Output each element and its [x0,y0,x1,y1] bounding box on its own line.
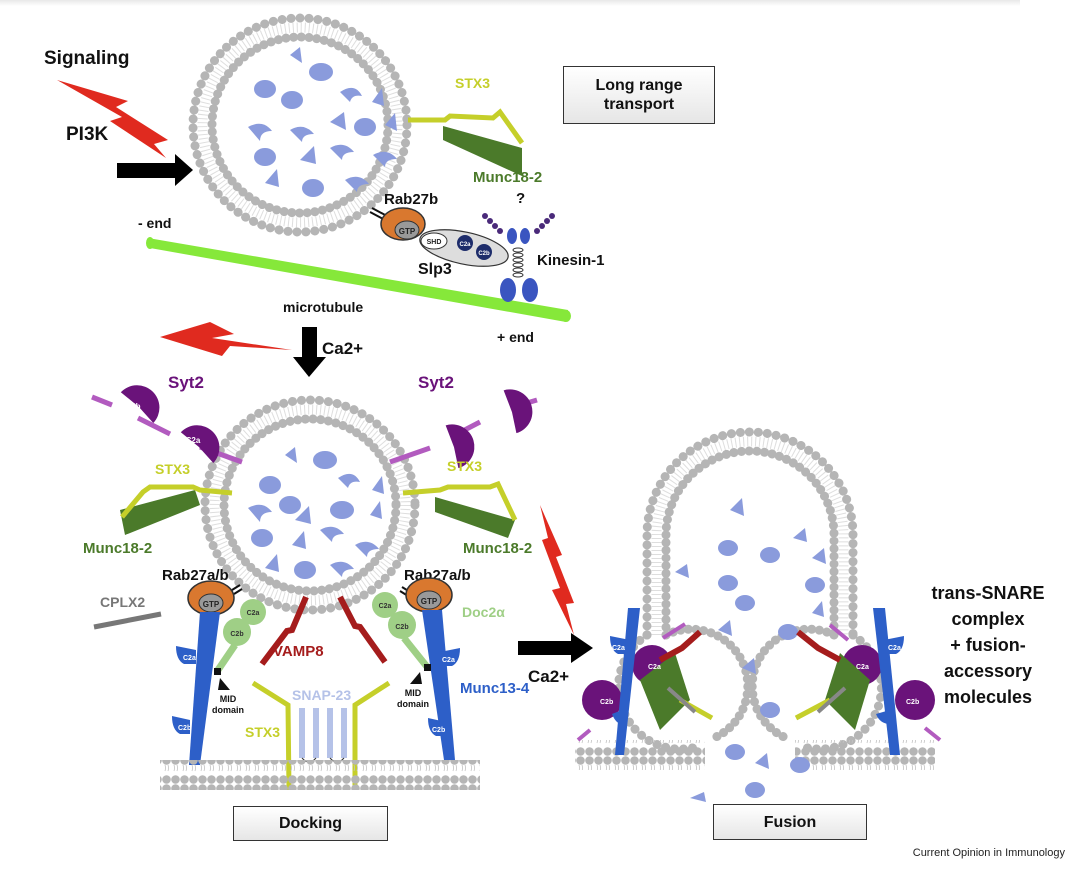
shd-label: SHD [427,239,442,246]
cplx2-label: CPLX2 [100,594,145,610]
top-bar [0,0,1020,6]
stx3-label-top: STX3 [455,75,490,91]
minus-end-label: - end [138,215,171,231]
rab27b-complex: GTP SHD C2a C2b [369,207,509,267]
stx3-label-right: STX3 [447,458,482,474]
fusion-complex-left: C2a C2b C2a [576,608,714,755]
trans-snare-note-line: + fusion- [950,635,1026,655]
arrow-right-icon [117,154,193,186]
munc18-2-label-left: Munc18-2 [83,540,152,557]
plus-end-label: + end [497,329,534,345]
syt2-left: C2b C2a [91,385,243,465]
microtubule [146,237,571,322]
stx3-munc18-top [408,108,525,176]
stage-label-docking: Docking [233,806,388,841]
trans-snare-note-line: accessory [943,661,1033,681]
doc2a-label: Doc2α [462,604,505,620]
c2b-label-doc2-left: C2b [230,631,243,638]
c2b-label-syt2-right: C2b [488,402,503,411]
stx3-label-left: STX3 [155,461,190,477]
stx3-munc18-left [120,484,233,535]
mid-label-left-1: MID [220,694,237,704]
gtp-label-left: GTP [203,600,220,609]
stx3-label-bottom: STX3 [245,724,280,740]
trans-snare-note-line: trans-SNARE [931,583,1045,603]
plasma-membrane-docking [160,760,480,790]
trans-snare-note: trans-SNARE complex + fusion- accessory … [918,580,1058,710]
syt2-label-left: Syt2 [168,373,204,392]
c2b-label-fusion-syt2-right: C2b [906,699,919,706]
c2a-label-fusion-syt2-left: C2a [648,664,661,671]
vamp8-label: VAMP8 [273,643,324,660]
arrow-down-icon [293,327,326,377]
journal-credit: Current Opinion in Immunology [912,847,1065,859]
c2b-label-slp3: C2b [478,251,490,257]
c2a-label-doc2-left: C2a [247,610,260,617]
question-mark: ? [516,190,525,207]
munc13-4-right: C2a C2b [422,610,460,760]
munc13-4-label: Munc13-4 [460,680,530,697]
rab27b-label: Rab27b [384,191,438,208]
mid-label-right-2: domain [397,699,429,709]
c2a-label-doc2-right: C2a [379,603,392,610]
pi3k-label: PI3K [66,124,109,145]
fusion-complex-right: C2a C2b C2a [794,608,942,755]
c2a-label-syt2-left: C2a [186,436,201,445]
trans-snare-note-line: molecules [943,687,1033,707]
c2b-label-doc2-right: C2b [395,624,408,631]
c2a-label-fusion-munc13-left: C2a [612,645,625,652]
c2b-label-fusion-syt2-left: C2b [600,699,613,706]
signaling-label: Signaling [44,48,130,69]
stage-label-fusion: Fusion [713,804,867,840]
mid-label-right-1: MID [405,688,422,698]
gtp-label-top: GTP [399,227,416,236]
stage-label-docking-text: Docking [278,815,343,832]
c2a-label-fusion-munc13-right: C2a [888,645,901,652]
snap23-label: SNAP-23 [292,687,351,703]
mid-label-left-2: domain [212,705,244,715]
munc13-4-left: C2a C2b [172,612,220,765]
rab27ab-left: GTP [187,580,243,616]
syt2-label-right: Syt2 [418,373,454,392]
doc2a-left: C2a C2b [214,599,266,690]
kinesin-1 [482,213,555,302]
doc2a-right: C2a C2b [372,592,431,684]
kinesin-label: Kinesin-1 [537,252,605,269]
cplx2 [93,611,162,630]
munc18-2-label-top: Munc18-2 [473,169,542,186]
granule-contents [248,47,397,197]
stage-label-long-range-text: Long range transport [595,77,683,113]
signaling-bolt-top [57,80,168,158]
signaling-bolt-middle [160,322,292,356]
arrow-right-icon-2 [518,633,593,663]
rab27ab-right: GTP [399,577,453,613]
trans-snare-note-line: complex [951,609,1025,629]
granule-docking [200,395,420,615]
gtp-label-right: GTP [421,597,438,606]
ca2-label-top: Ca2+ [322,339,363,358]
c2a-label-munc13-right: C2a [442,657,455,664]
vamp8 [259,595,388,666]
stx3-munc18-right [402,480,518,538]
stage-label-long-range: Long range transport [563,66,715,124]
slp3-label: Slp3 [418,261,452,278]
c2b-label-syt2-left: C2b [125,402,140,411]
c2a-label-fusion-syt2-right: C2a [856,664,869,671]
rab27ab-label-left: Rab27a/b [162,567,229,584]
c2a-label-syt2-right: C2a [430,434,445,443]
granule-fusion [575,427,935,802]
signaling-bolt-right [540,505,574,635]
granule-top [188,13,412,237]
munc18-2-label-right: Munc18-2 [463,540,532,557]
stage-label-fusion-text: Fusion [763,813,817,831]
snap23 [299,708,347,763]
syt2-right: C2a C2b [389,389,538,469]
c2a-label-munc13-left: C2a [183,655,196,662]
microtubule-label: microtubule [283,299,363,315]
ca2-label-right: Ca2+ [528,667,569,686]
c2b-label-munc13-right: C2b [432,727,445,734]
c2b-label-munc13-left: C2b [178,725,191,732]
c2a-label-slp3: C2a [459,242,471,248]
